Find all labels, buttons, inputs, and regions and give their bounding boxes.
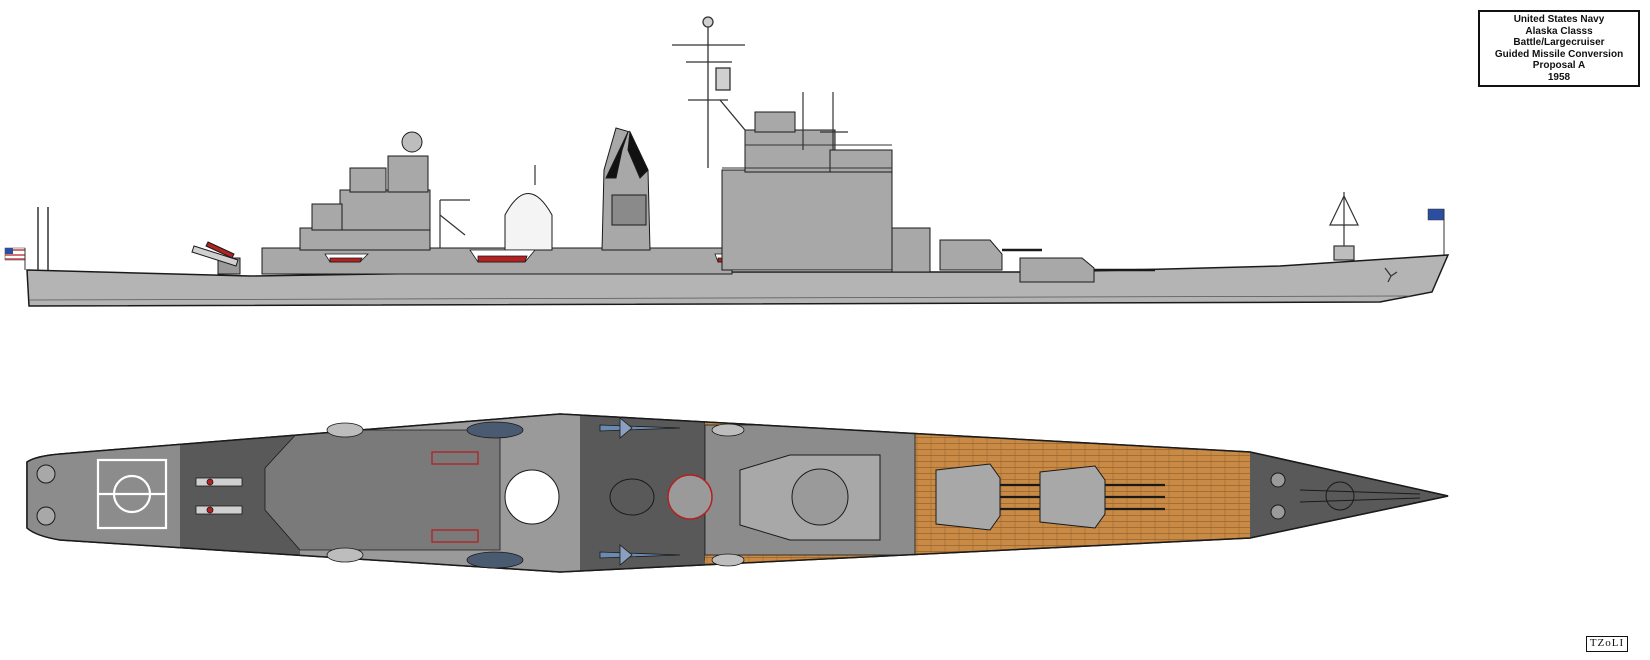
title-line-conversion: Guided Missile Conversion (1494, 48, 1624, 60)
radome (504, 193, 553, 251)
aft-capstans (36, 464, 56, 526)
title-block: United States Navy Alaska Classs Battle/… (1478, 10, 1640, 87)
radome-top (504, 469, 560, 525)
bow-capstans (1270, 472, 1421, 520)
aft-missile-launcher (191, 241, 241, 275)
helipad-deck (27, 414, 180, 572)
helipad (96, 458, 168, 530)
artist-signature: TZoLI (1586, 636, 1628, 652)
plan-view (26, 413, 1449, 573)
forward-turrets-plan (935, 463, 1165, 531)
boat-racks (431, 451, 479, 543)
side-elevation (4, 16, 1450, 307)
plan-boats (326, 421, 745, 569)
aft-launchers (195, 477, 243, 515)
anchor-icon (1384, 267, 1398, 283)
title-line-navy: United States Navy (1513, 14, 1605, 25)
title-line-class: Alaska Classs Battle/Largecruiser (1513, 25, 1605, 49)
title-line-year: 1958 (1547, 71, 1571, 83)
funnel-top (609, 474, 713, 520)
aft-masts (37, 207, 49, 270)
foremast (672, 16, 746, 168)
title-line-proposal: Proposal A (1532, 60, 1586, 71)
radar-masts (802, 92, 848, 150)
flag-icon (4, 247, 26, 270)
bridge-superstructure (721, 111, 893, 271)
forward-turrets (891, 227, 1155, 283)
funnel (601, 127, 651, 251)
bow-antenna (1329, 192, 1359, 261)
deck-missiles (599, 417, 681, 566)
crane (439, 199, 470, 248)
bridge-top (739, 454, 881, 541)
jack-icon (1427, 208, 1445, 255)
